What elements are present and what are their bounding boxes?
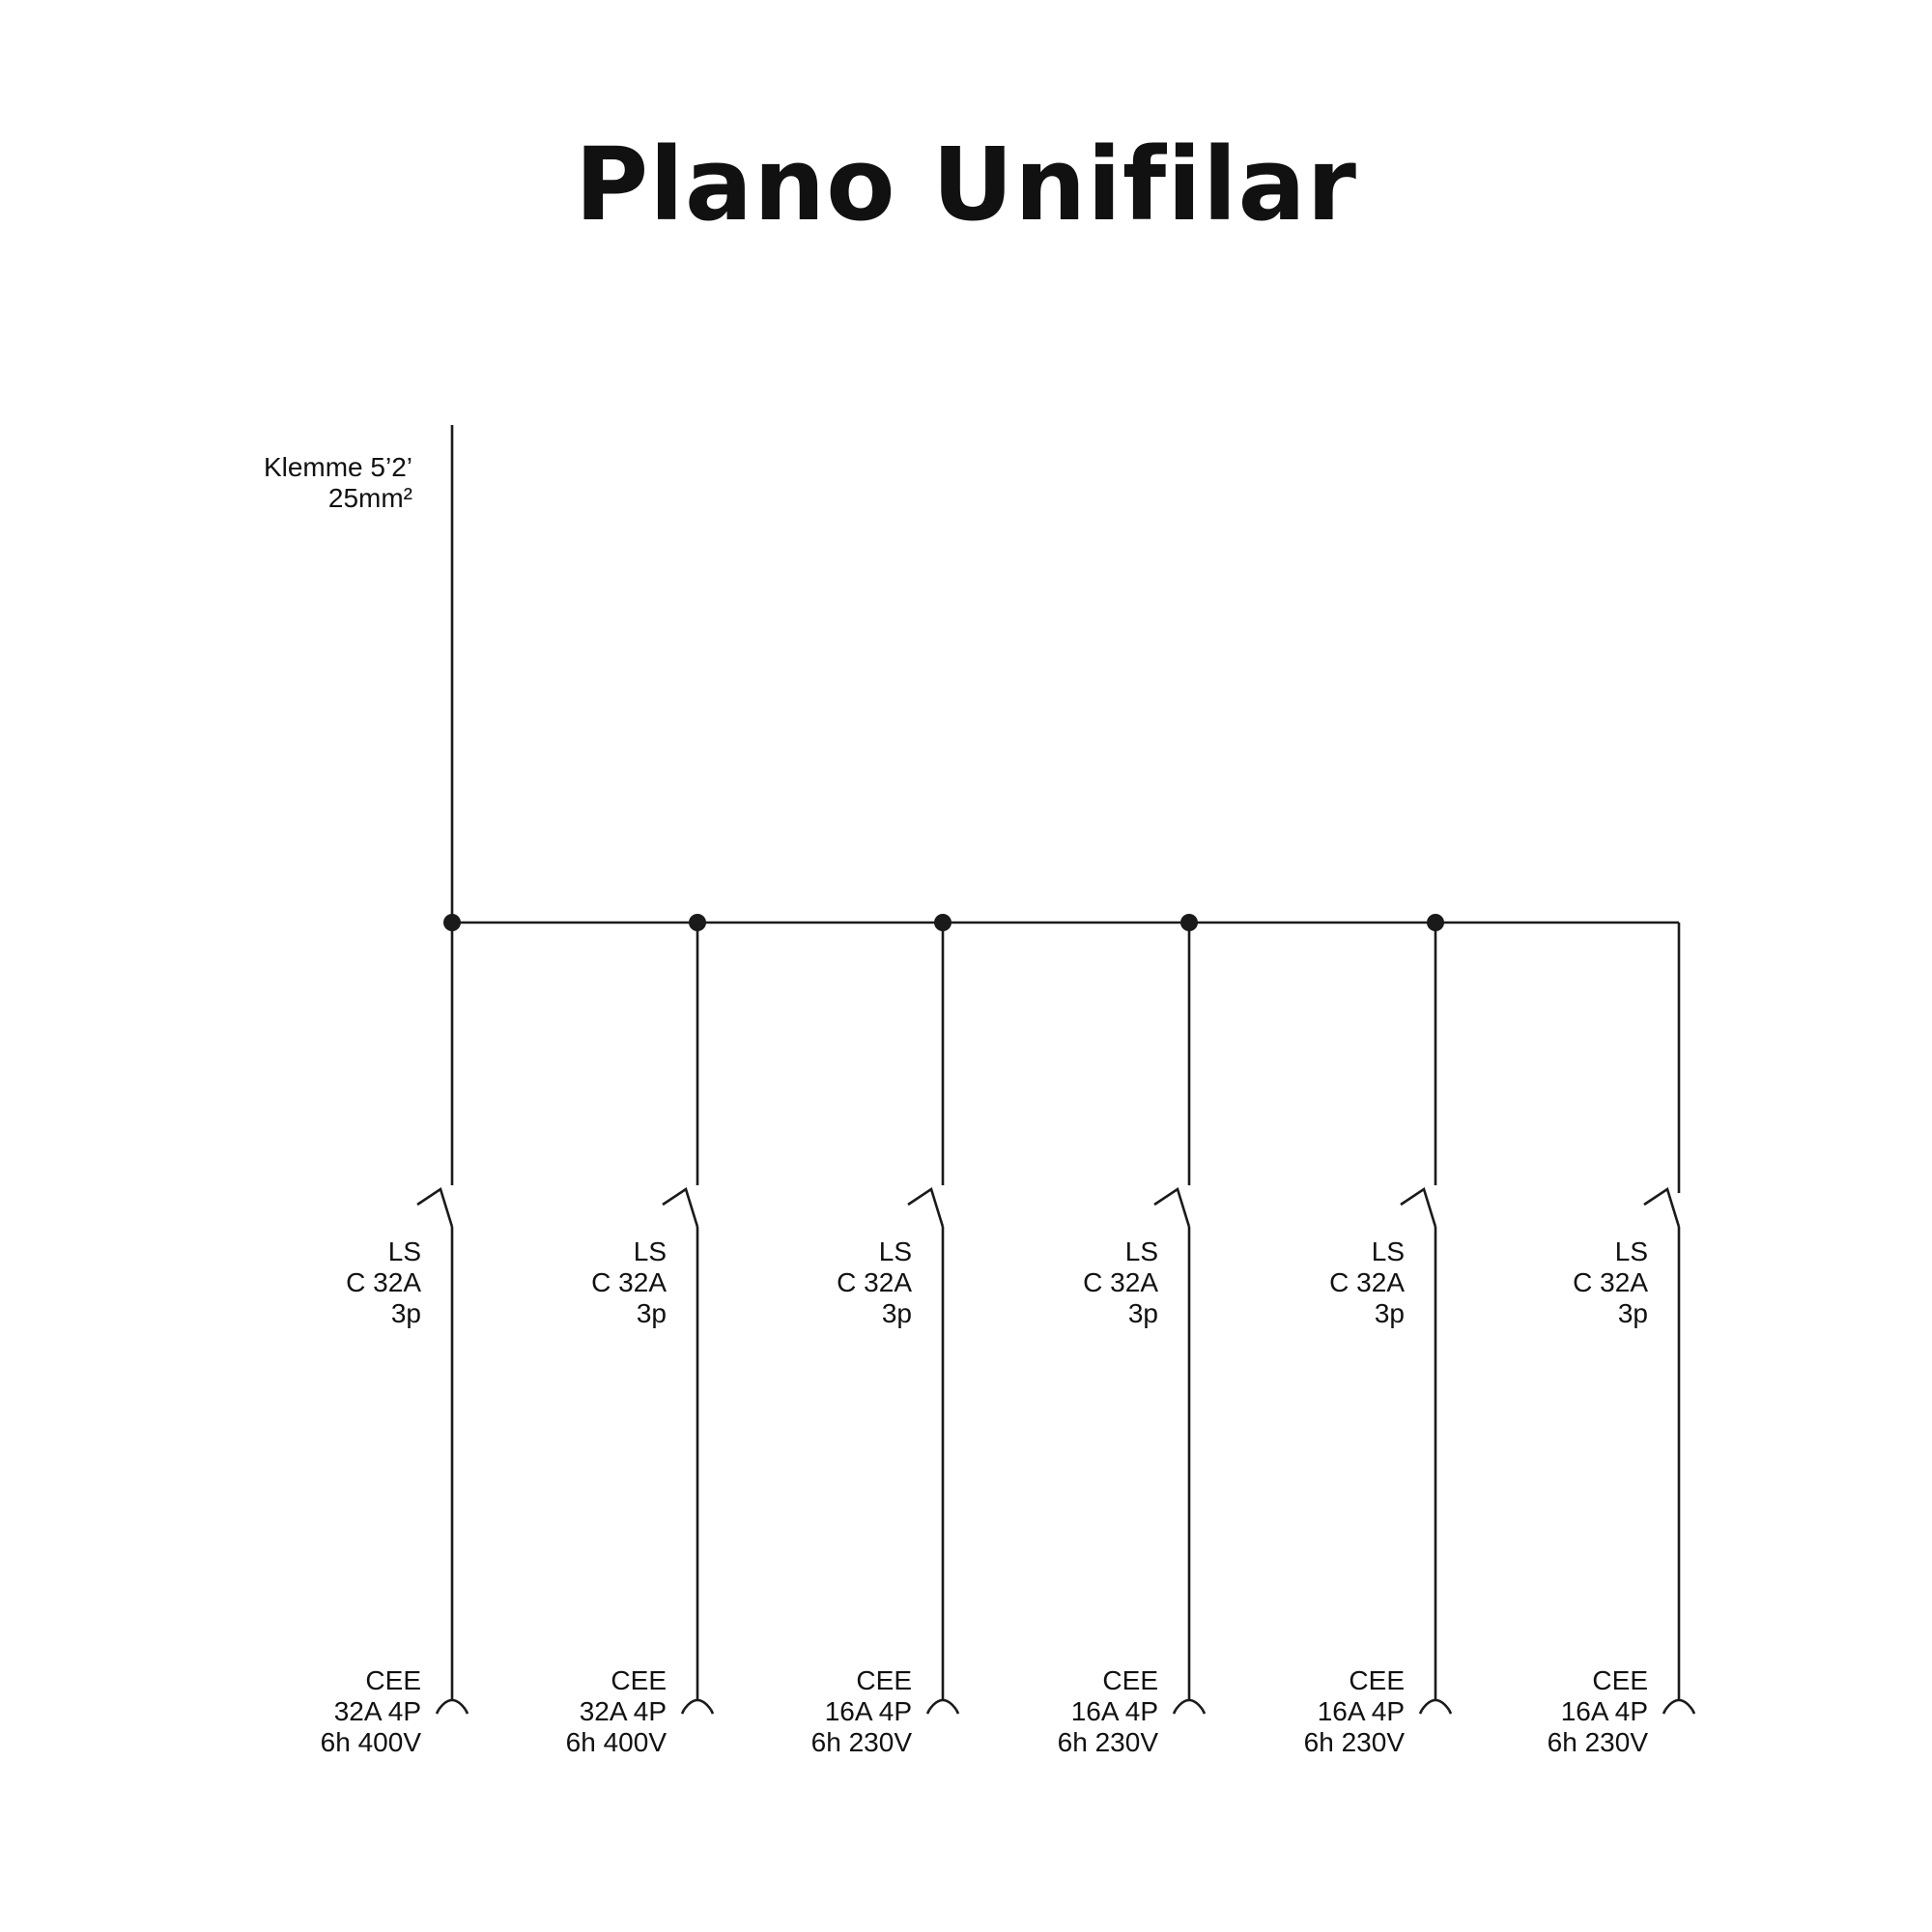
breaker-label-line: 3p [881, 1298, 912, 1328]
breaker-symbol [1643, 1186, 1681, 1228]
breaker-label-line: C 32A [837, 1267, 912, 1297]
breaker-label-line: C 32A [591, 1267, 667, 1297]
junction-dot [689, 914, 706, 931]
socket-label-line: 16A 4P [1070, 1696, 1158, 1726]
socket-label-line: CEE [856, 1665, 912, 1695]
socket-label-line: CEE [365, 1665, 421, 1695]
socket-label-line: 16A 4P [824, 1696, 912, 1726]
socket-label-line: 6h 230V [1547, 1727, 1648, 1757]
socket-label-line: 6h 230V [810, 1727, 912, 1757]
junction-dot [1180, 914, 1198, 931]
breaker-label-line: LS [633, 1236, 667, 1266]
socket-label-line: 6h 400V [565, 1727, 667, 1757]
breaker-label-line: LS [1124, 1236, 1158, 1266]
feed-label-line2: 25mm² [327, 483, 412, 513]
breaker-label-line: 3p [1127, 1298, 1158, 1328]
socket-tick-left [435, 1709, 440, 1715]
feed-label: Klemme 5’2’ 25mm² [222, 452, 412, 514]
junction-dot [1427, 914, 1444, 931]
breaker-label-line: C 32A [1329, 1267, 1405, 1297]
socket-symbol [682, 1698, 713, 1711]
socket-label-line: CEE [611, 1665, 667, 1695]
socket-label-line: 6h 230V [1057, 1727, 1158, 1757]
socket-tick-left [925, 1709, 931, 1715]
socket-tick-right [1690, 1709, 1696, 1715]
junction-dot [934, 914, 952, 931]
breaker-symbol [662, 1186, 699, 1228]
breaker-label-line: C 32A [1573, 1267, 1648, 1297]
socket-label-line: 32A 4P [333, 1696, 421, 1726]
breaker-label-line: C 32A [346, 1267, 421, 1297]
socket-label-line: 32A 4P [579, 1696, 667, 1726]
socket-tick-right [1201, 1709, 1207, 1715]
breaker-symbol [907, 1186, 945, 1228]
socket-symbol [1663, 1698, 1694, 1711]
socket-tick-left [1662, 1709, 1667, 1715]
feed-label-line1: Klemme 5’2’ [263, 452, 412, 482]
breaker-label-line: 3p [1374, 1298, 1405, 1328]
socket-tick-left [1418, 1709, 1424, 1715]
socket-label-line: 16A 4P [1560, 1696, 1648, 1726]
breaker-label-line: LS [1614, 1236, 1648, 1266]
socket-label-line: CEE [1349, 1665, 1405, 1695]
socket-tick-right [464, 1709, 469, 1715]
breaker-label-line: LS [387, 1236, 421, 1266]
socket-symbol [1174, 1698, 1205, 1711]
socket-tick-right [954, 1709, 960, 1715]
socket-symbol [1420, 1698, 1451, 1711]
socket-label-line: 6h 230V [1303, 1727, 1405, 1757]
socket-tick-left [1172, 1709, 1178, 1715]
socket-label-line: 6h 400V [320, 1727, 421, 1757]
page-title: Plano Unifilar [575, 126, 1357, 243]
socket-tick-right [709, 1709, 715, 1715]
junction-dot [443, 914, 461, 931]
socket-tick-left [680, 1709, 686, 1715]
breaker-label-line: 3p [636, 1298, 667, 1328]
breaker-symbol [1153, 1186, 1191, 1228]
breaker-label-line: C 32A [1083, 1267, 1158, 1297]
socket-tick-right [1447, 1709, 1453, 1715]
breaker-symbol [1400, 1186, 1437, 1228]
socket-label-line: CEE [1592, 1665, 1648, 1695]
socket-label-line: 16A 4P [1317, 1696, 1405, 1726]
breaker-label-line: 3p [390, 1298, 421, 1328]
socket-label-line: CEE [1102, 1665, 1158, 1695]
breaker-label-line: LS [1371, 1236, 1405, 1266]
socket-symbol [927, 1698, 958, 1711]
breaker-label-line: 3p [1617, 1298, 1648, 1328]
socket-symbol [437, 1698, 468, 1711]
breaker-label-line: LS [878, 1236, 912, 1266]
breaker-symbol [416, 1186, 454, 1228]
